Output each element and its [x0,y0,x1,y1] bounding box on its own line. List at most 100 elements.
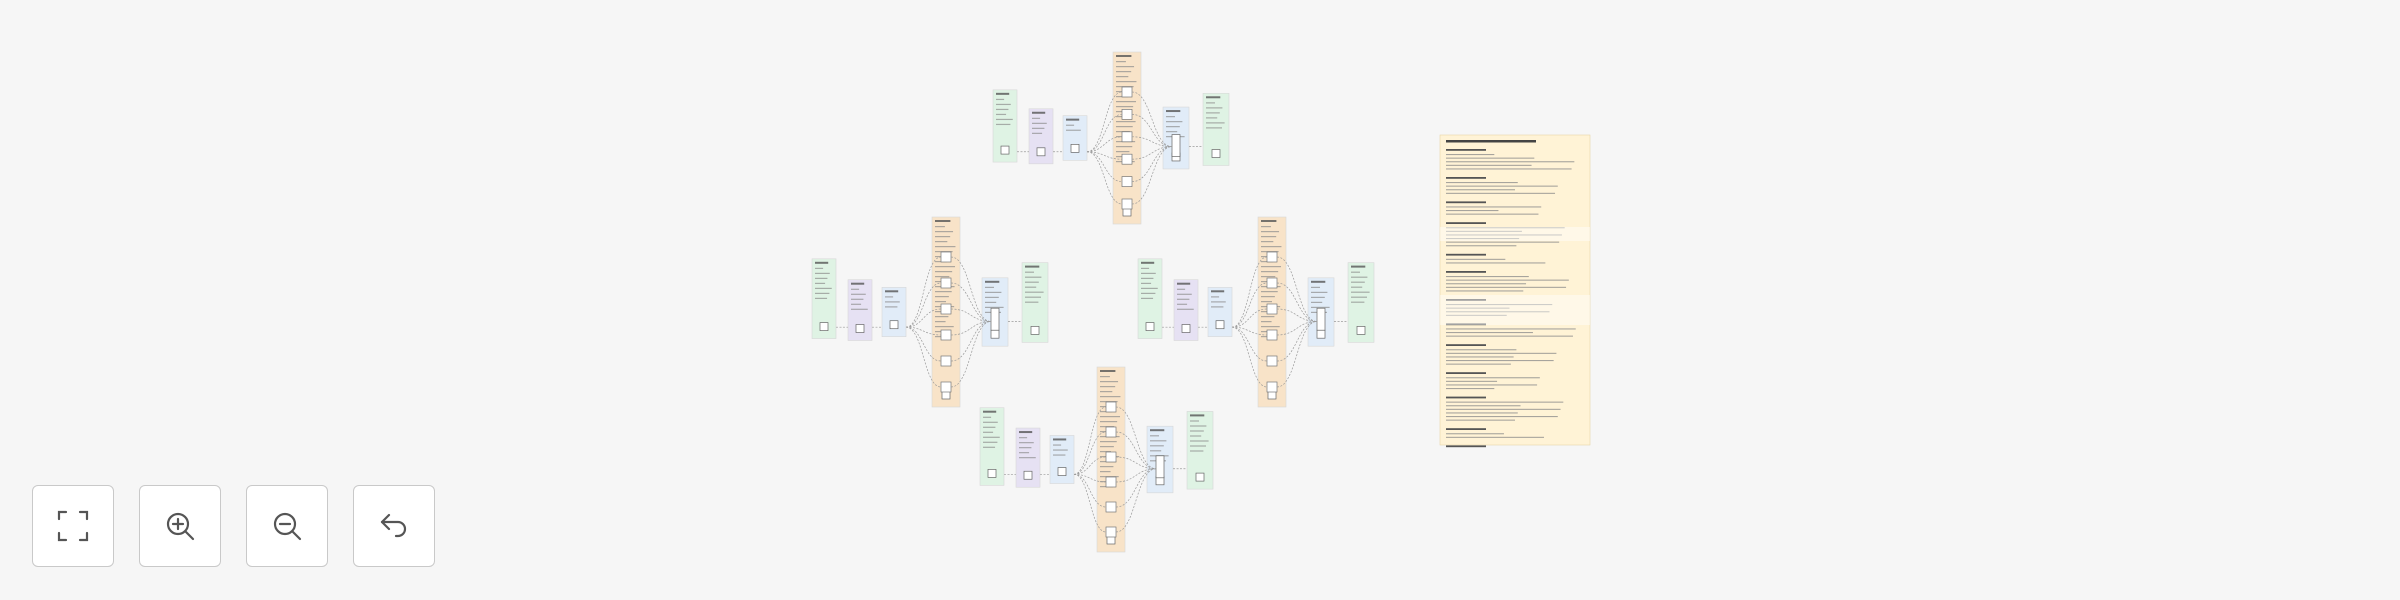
node-text-line [1351,281,1365,283]
node-text-line [1100,421,1118,423]
node-text-line [1206,122,1225,124]
node-text-line [1116,86,1134,88]
notes-text-line [1446,192,1556,194]
node-port [1215,320,1225,330]
notes-text-line [1446,262,1546,264]
node-title-line [1150,429,1165,432]
node-title-line [1141,261,1155,264]
node-port [1181,324,1191,333]
node-text-line [1190,435,1202,437]
node-text-line [1100,396,1121,398]
node-text-line [1190,445,1206,447]
notes-text-line [1446,436,1544,438]
node-text-line [1100,451,1111,453]
node-title-line [983,410,997,413]
node-text-line [885,306,898,308]
node-text-line [1100,466,1114,468]
notes-text-line [1446,388,1495,390]
notes-heading-line [1446,149,1486,151]
node-port [1023,470,1033,480]
node-text-line [1025,271,1034,273]
node-text-line [935,276,950,278]
node-text-line [815,272,830,274]
node-text-line [935,251,953,253]
node-text-line [1053,454,1066,456]
node-text-line [1141,267,1150,269]
node-text-line [996,108,1009,111]
node-title-line [1053,438,1067,441]
branch-slot [1266,355,1278,367]
notes-title-line [1446,140,1536,143]
notes-text-line [1446,213,1539,215]
notes-heading-line [1446,428,1486,430]
node-text-line [1190,430,1204,432]
node-text-line [1261,241,1274,243]
merge-port [990,307,1000,331]
node-text-line [1066,124,1075,126]
edge-connector [1231,326,1268,388]
node-text-line [935,271,953,273]
branch-slot [1105,401,1117,413]
notes-heading-line [1446,177,1486,179]
node-text-line [1116,121,1136,123]
notes-heading-line [1446,372,1486,374]
layer-node [1049,435,1075,484]
node-text-line [935,236,951,238]
node-text-line [1019,457,1036,459]
notes-text-line [1446,419,1515,421]
node-port [1195,472,1205,482]
branch-slot [1105,501,1117,513]
node-text-line [1116,71,1132,73]
node-title-line [1351,265,1366,268]
node-title-line [1311,280,1326,283]
node-text-line [983,416,992,418]
edge-connector [1115,456,1157,470]
edge-connector [1115,468,1157,533]
undo-button[interactable]: Undo [353,485,435,567]
node-text-line [1100,426,1115,428]
node-text-line [885,301,900,303]
node-text-line [996,123,1011,126]
branch-slot [1121,109,1133,120]
notes-text-line [1446,258,1506,260]
node-text-line [1100,401,1118,403]
notes-text-line [1446,154,1495,156]
notes-heading-line [1446,222,1486,224]
node-text-line [1261,271,1279,273]
notes-panel [1439,134,1591,446]
zoom-out-button[interactable]: Zoom out [246,485,328,567]
notes-text-line [1446,206,1542,208]
node-text-line [1116,106,1134,108]
notes-text-line [1446,416,1558,418]
edge-connector [950,256,992,322]
node-text-line [1150,445,1164,447]
notes-heading-line [1446,299,1486,301]
edge-connector [1131,91,1173,147]
branch-slot [940,381,952,393]
node-text-line [1261,251,1279,253]
edge-connector [1086,91,1123,153]
fit-view-button[interactable]: Fit view [32,485,114,567]
branch-slot [1266,303,1278,315]
node-text-line [1032,117,1041,119]
node-text-line [1190,420,1199,422]
branch-slot [1121,176,1133,187]
branch-slot [1121,153,1133,165]
edge-connector [905,282,942,328]
node-text-line [985,301,997,303]
node-text-line [851,298,864,300]
node-text-line [1100,386,1116,388]
node-port [1211,149,1221,158]
node-text-line [1177,308,1194,310]
node-text-line [1019,452,1030,454]
node-text-line [1311,296,1325,298]
notes-text-line [1446,283,1527,285]
node-text-line [996,118,1013,121]
zoom-in-button[interactable]: Zoom in [139,485,221,567]
node-text-line [935,316,949,318]
node-text-line [1261,291,1278,293]
node-text-line [985,286,994,288]
branch-slot [1121,131,1133,143]
node-text-line [1116,151,1130,153]
